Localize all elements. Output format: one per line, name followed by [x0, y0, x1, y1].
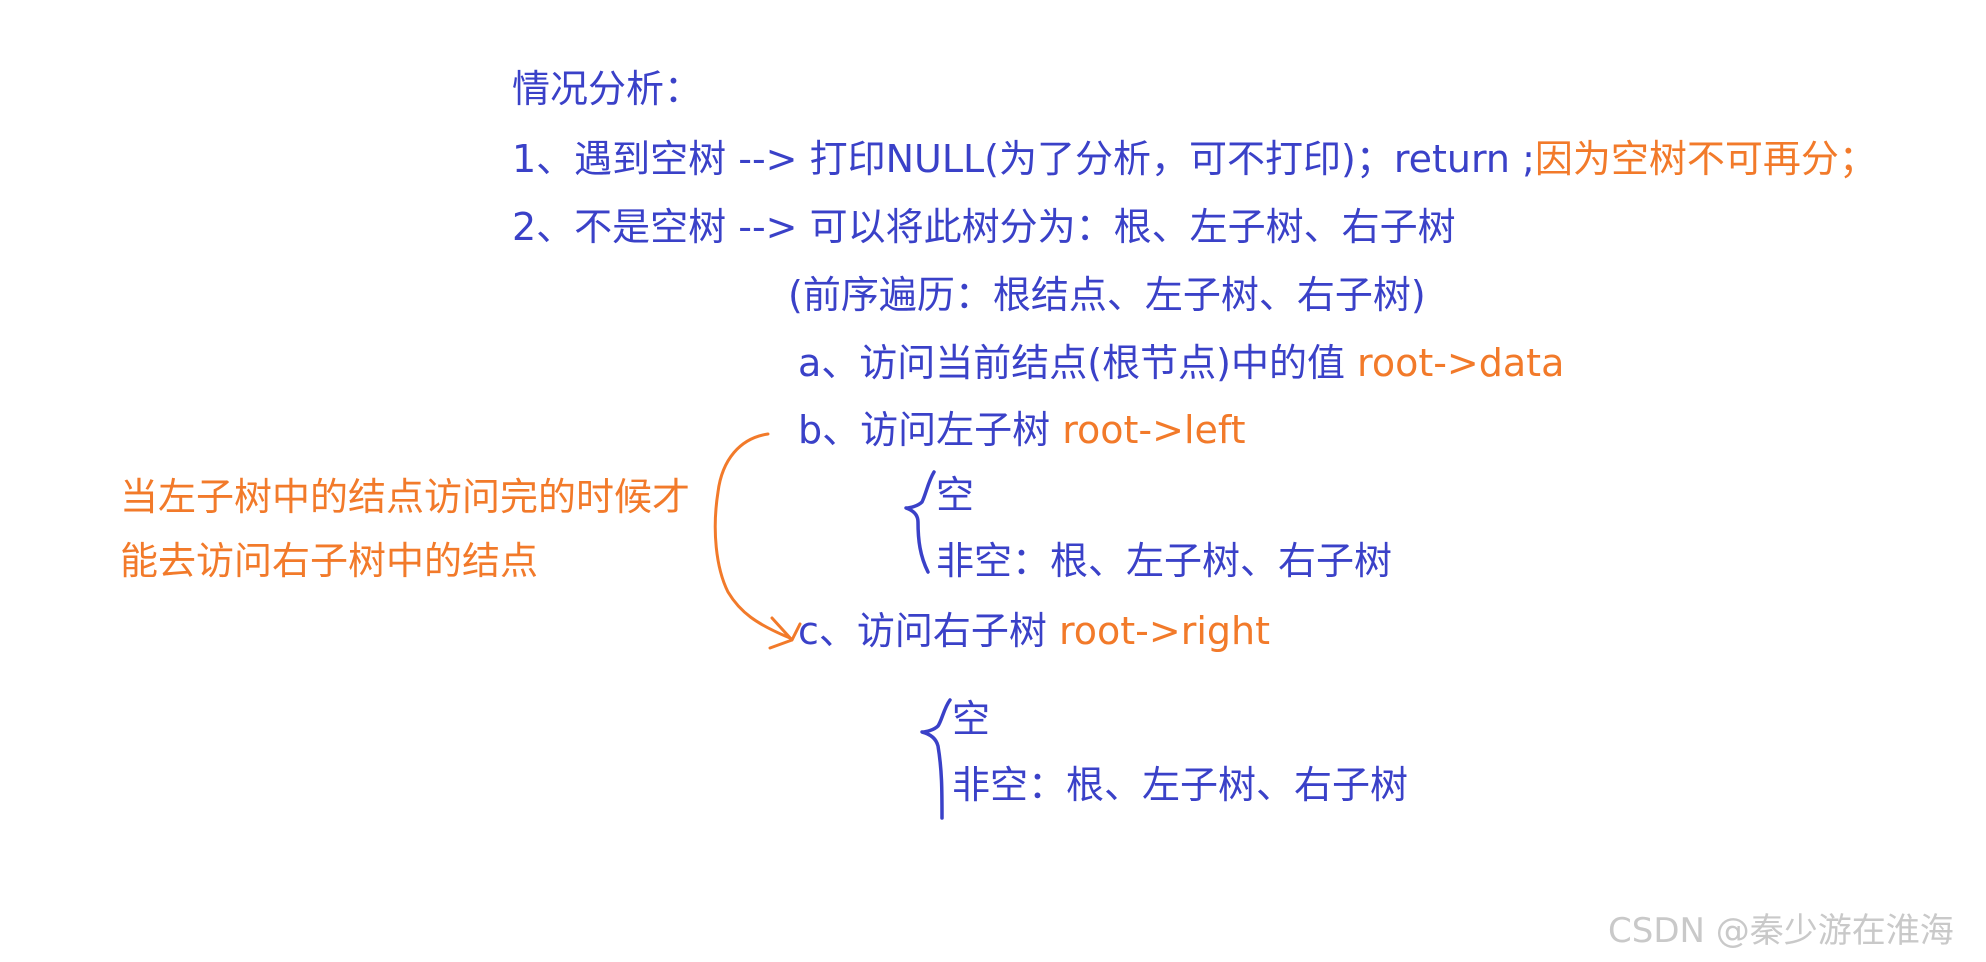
- right-subtree-nonempty: 非空：根、左子树、右子树: [952, 763, 1409, 807]
- orange-arrow-head: [768, 616, 802, 650]
- heading: 情况分析：: [512, 67, 703, 111]
- case-1-note: 因为空树不可再分；: [1534, 137, 1877, 181]
- step-c-text: c、访问右子树: [798, 609, 1059, 653]
- case-1-line: 1、遇到空树 --> 打印NULL(为了分析，可不打印)；return ;因为空…: [512, 140, 1877, 178]
- watermark: CSDN @秦少游在淮海: [1608, 911, 1954, 951]
- preorder-note: (前序遍历：根结点、左子树、右子树): [788, 273, 1426, 317]
- step-b-line: b、访问左子树 root->left: [798, 411, 1246, 449]
- annotation-line-1: 当左子树中的结点访问完的时候才: [120, 475, 691, 519]
- right-subtree-bracket: [920, 698, 952, 820]
- step-a-line: a、访问当前结点(根节点)中的值 root->data: [798, 344, 1564, 382]
- annotation-line-2: 能去访问右子树中的结点: [120, 539, 539, 583]
- orange-arrow-curve: [713, 432, 792, 640]
- left-subtree-bracket: [904, 470, 936, 574]
- right-subtree-empty: 空: [952, 697, 991, 741]
- step-c-code: root->right: [1058, 609, 1271, 653]
- step-a-code: root->data: [1357, 341, 1565, 385]
- step-c-line: c、访问右子树 root->right: [798, 612, 1270, 650]
- left-subtree-empty: 空: [936, 473, 975, 517]
- case-1-main: 1、遇到空树 --> 打印NULL(为了分析，可不打印)；return ;: [512, 137, 1535, 181]
- step-a-text: a、访问当前结点(根节点)中的值: [798, 341, 1358, 385]
- left-subtree-nonempty: 非空：根、左子树、右子树: [936, 539, 1393, 583]
- case-2-line: 2、不是空树 --> 可以将此树分为：根、左子树、右子树: [512, 205, 1456, 249]
- step-b-code: root->left: [1062, 408, 1246, 452]
- step-b-text: b、访问左子树: [798, 408, 1063, 452]
